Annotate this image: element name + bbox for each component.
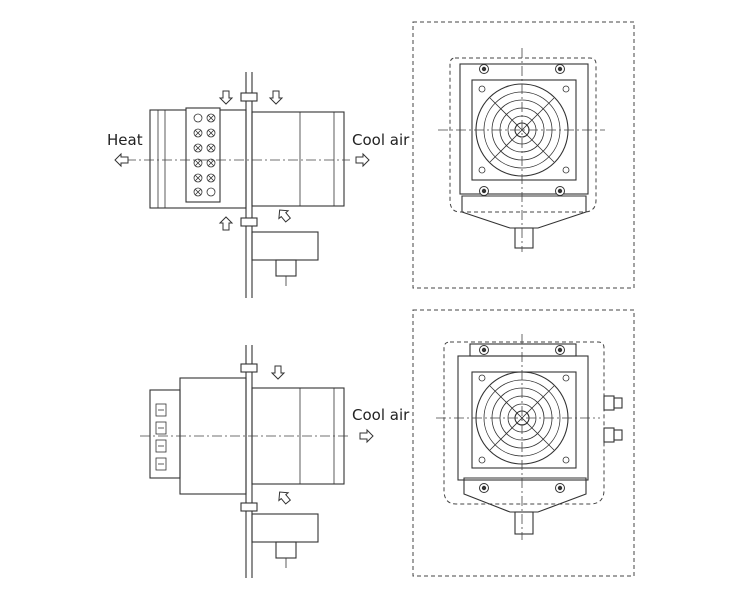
top-side-view	[114, 72, 370, 298]
terminal-block	[193, 113, 216, 197]
top-front-view	[412, 21, 635, 289]
cool-air-label-top: Cool air	[352, 131, 410, 149]
heat-label: Heat	[107, 131, 143, 149]
bottom-side-view	[140, 345, 374, 578]
cool-air-label-bottom: Cool air	[352, 406, 410, 424]
bottom-front-view	[412, 309, 635, 577]
connector-block	[155, 403, 167, 471]
